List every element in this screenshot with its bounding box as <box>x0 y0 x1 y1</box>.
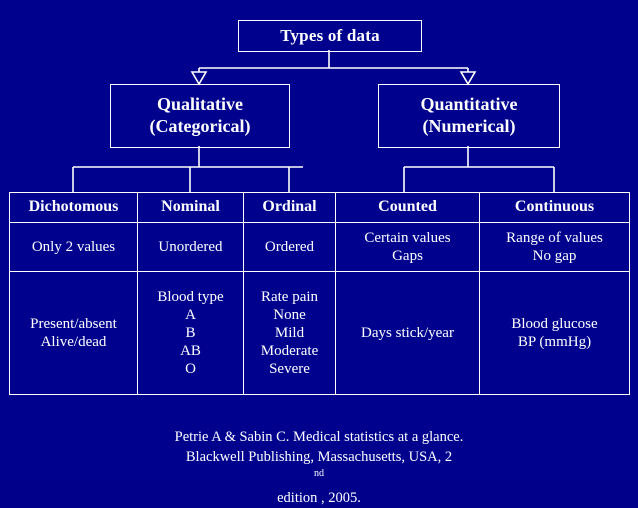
citation-ordinal-suffix: nd <box>314 468 324 480</box>
table-row: Only 2 values Unordered Ordered Certain … <box>9 222 630 272</box>
citation: Petrie A & Sabin C. Medical statistics a… <box>0 428 638 508</box>
data-types-table-wrapper: Dichotomous Nominal Ordinal Counted Cont… <box>9 192 630 395</box>
column-header-nominal: Nominal <box>137 192 244 223</box>
cell-r0-c0: Only 2 values <box>9 222 138 272</box>
quantitative-label-line1: Quantitative <box>420 94 518 115</box>
column-header-counted: Counted <box>335 192 480 223</box>
cell-r0-c2: Ordered <box>243 222 336 272</box>
table-header-row: Dichotomous Nominal Ordinal Counted Cont… <box>9 192 630 223</box>
citation-line-1: Petrie A & Sabin C. Medical statistics a… <box>174 429 464 445</box>
cell-r1-c3: Days stick/year <box>335 271 480 395</box>
citation-line-2-pre: Blackwell Publishing, Massachusetts, USA… <box>185 448 453 465</box>
column-header-ordinal: Ordinal <box>243 192 336 223</box>
qualitative-label-line1: Qualitative <box>157 94 243 115</box>
quantitative-label-line2: (Numerical) <box>422 116 516 136</box>
qualitative-box: Qualitative (Categorical) <box>110 84 290 148</box>
quantitative-box: Quantitative (Numerical) <box>378 84 560 148</box>
diagram-title-box: Types of data <box>238 20 422 52</box>
slide-canvas: Types of data Qualitative (Categorical) … <box>9 20 630 506</box>
citation-line-2: Blackwell Publishing, Massachusetts, USA… <box>0 448 638 508</box>
column-header-continuous: Continuous <box>479 192 630 223</box>
cell-r0-c1: Unordered <box>137 222 244 272</box>
data-types-table: Dichotomous Nominal Ordinal Counted Cont… <box>9 192 630 395</box>
column-header-dichotomous: Dichotomous <box>9 192 138 223</box>
citation-line-2-post: edition , 2005. <box>277 489 361 506</box>
qualitative-label-line2: (Categorical) <box>149 116 251 136</box>
diagram-title: Types of data <box>280 26 380 45</box>
